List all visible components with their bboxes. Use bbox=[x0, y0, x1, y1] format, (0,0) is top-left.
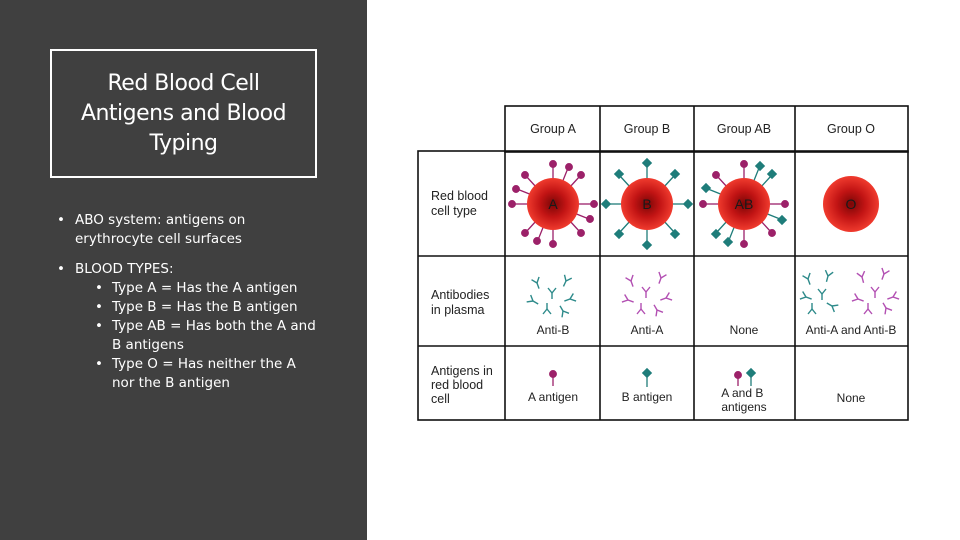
cell-letter-b: B bbox=[642, 196, 651, 212]
header-group-o: Group O bbox=[827, 122, 875, 136]
b-antigen-icon bbox=[641, 367, 653, 387]
cell-letter-a: A bbox=[548, 196, 558, 212]
bullet-blood-types: BLOOD TYPES: bbox=[56, 260, 316, 279]
bullet-abo-system: ABO system: antigens on erythrocyte cell… bbox=[56, 211, 316, 249]
cell-letter-ab: AB bbox=[735, 196, 754, 212]
rbc-group-b: B bbox=[600, 157, 694, 251]
antibody-label-group-a: Anti-B bbox=[537, 323, 570, 337]
bullet-type-b: Type B = Has the B antigen bbox=[56, 298, 316, 317]
b-antigens bbox=[600, 157, 694, 251]
a-antigens bbox=[508, 160, 598, 248]
antigen-label-group-ab: A and B antigens bbox=[721, 386, 766, 414]
header-group-ab: Group AB bbox=[717, 122, 771, 136]
slide-title: Red Blood Cell Antigens and Blood Typing bbox=[80, 70, 287, 156]
anti-a-antibodies bbox=[621, 271, 673, 318]
header-group-a: Group A bbox=[530, 122, 577, 136]
anti-b-antibodies bbox=[525, 274, 577, 319]
antigen-label-group-b: B antigen bbox=[622, 390, 673, 404]
antigen-label-group-a: A antigen bbox=[528, 390, 578, 404]
bullet-type-a: Type A = Has the A antigen bbox=[56, 279, 316, 298]
bullet-list: ABO system: antigens on erythrocyte cell… bbox=[56, 211, 316, 393]
rbc-group-a: A bbox=[508, 160, 598, 248]
bullet-type-ab: Type AB = Has both the A and B antigens bbox=[56, 317, 316, 355]
a-and-b-antigen-icons bbox=[734, 367, 757, 386]
row-label-antigens: Antigens in red blood cell bbox=[431, 364, 496, 406]
antibody-label-group-ab: None bbox=[730, 323, 759, 337]
header-group-b: Group B bbox=[624, 122, 671, 136]
row-label-antibodies: Antibodies in plasma bbox=[431, 288, 493, 317]
table-grid bbox=[417, 105, 909, 421]
bullet-type-o: Type O = Has neither the A nor the B ant… bbox=[56, 355, 316, 393]
anti-a-and-anti-b-antibodies bbox=[799, 267, 900, 316]
antibody-label-group-o: Anti-A and Anti-B bbox=[806, 323, 897, 337]
title-box: Red Blood Cell Antigens and Blood Typing bbox=[50, 49, 317, 178]
antibody-label-group-b: Anti-A bbox=[631, 323, 664, 337]
rbc-group-o: O bbox=[823, 176, 879, 232]
rbc-group-ab: AB bbox=[699, 160, 789, 248]
cell-letter-o: O bbox=[846, 196, 857, 212]
a-antigen-icon bbox=[549, 370, 557, 386]
row-label-cell-type: Red blood cell type bbox=[431, 189, 491, 218]
antigen-label-group-o: None bbox=[837, 391, 866, 405]
